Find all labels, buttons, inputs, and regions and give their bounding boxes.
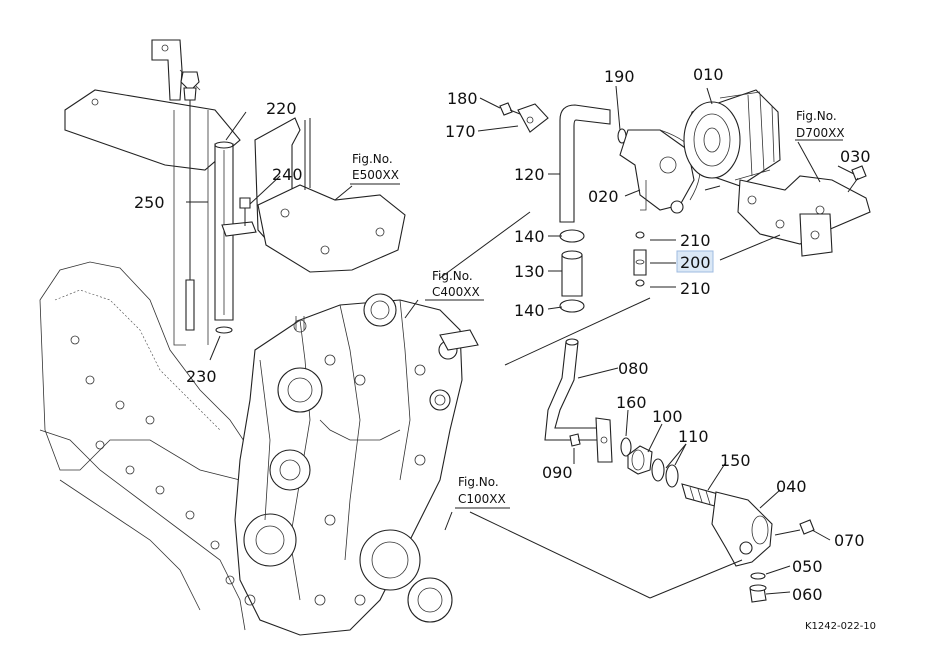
- figure-ref-c400-line2: C400XX: [432, 285, 480, 299]
- part-label-200[interactable]: 200: [680, 253, 711, 272]
- part-label-010[interactable]: 010: [693, 65, 724, 84]
- figure-ref-d700[interactable]: Fig.No. D700XX: [796, 109, 845, 140]
- transmission-housing-drawing: [39, 261, 479, 636]
- part-200-highlight: [676, 250, 714, 273]
- part-label-190[interactable]: 190: [604, 67, 635, 86]
- part-label-130[interactable]: 130: [514, 262, 545, 281]
- part-label-210-lower[interactable]: 210: [680, 279, 711, 298]
- figure-ref-c100-line1: Fig.No.: [458, 475, 499, 489]
- part-label-050[interactable]: 050: [792, 557, 823, 576]
- part-label-150[interactable]: 150: [720, 451, 751, 470]
- leader-lines: [186, 85, 855, 599]
- figure-ref-c100[interactable]: Fig.No. C100XX: [458, 475, 506, 506]
- figure-ref-d700-line1: Fig.No.: [796, 109, 837, 123]
- figure-ref-c100-line2: C100XX: [458, 492, 506, 506]
- part-label-120[interactable]: 120: [514, 165, 545, 184]
- part-label-140-lower[interactable]: 140: [514, 301, 545, 320]
- part-label-180[interactable]: 180: [447, 89, 478, 108]
- figure-ref-d700-line2: D700XX: [796, 126, 845, 140]
- part-label-220[interactable]: 220: [266, 99, 297, 118]
- part-label-030[interactable]: 030: [840, 147, 871, 166]
- figure-ref-c400-line1: Fig.No.: [432, 269, 473, 283]
- drawing-code: K1242-022-10: [805, 621, 876, 632]
- part-label-100[interactable]: 100: [652, 407, 683, 426]
- part-label-110[interactable]: 110: [678, 427, 709, 446]
- figure-ref-e500-line1: Fig.No.: [352, 152, 393, 166]
- part-label-230[interactable]: 230: [186, 367, 217, 386]
- part-label-160[interactable]: 160: [616, 393, 647, 412]
- part-callouts: 010 020 030 040 050 060 070 080 090 100 …: [134, 65, 871, 604]
- part-label-020[interactable]: 020: [588, 187, 619, 206]
- part-label-070[interactable]: 070: [834, 531, 865, 550]
- oil-filter-cartridge: [683, 89, 781, 187]
- part-label-140-upper[interactable]: 140: [514, 227, 545, 246]
- figure-ref-e500-line2: E500XX: [352, 168, 399, 182]
- dipstick-assembly-drawing: [64, 39, 406, 346]
- part-label-240[interactable]: 240: [272, 165, 303, 184]
- figure-ref-e500[interactable]: Fig.No. E500XX: [352, 152, 399, 182]
- part-label-210-upper[interactable]: 210: [680, 231, 711, 250]
- part-label-250[interactable]: 250: [134, 193, 165, 212]
- part-label-090[interactable]: 090: [542, 463, 573, 482]
- figure-ref-c400[interactable]: Fig.No. C400XX: [432, 269, 480, 299]
- part-label-080[interactable]: 080: [618, 359, 649, 378]
- part-label-060[interactable]: 060: [792, 585, 823, 604]
- part-label-040[interactable]: 040: [776, 477, 807, 496]
- part-label-170[interactable]: 170: [445, 122, 476, 141]
- oil-filter-assembly-drawing: [499, 89, 871, 603]
